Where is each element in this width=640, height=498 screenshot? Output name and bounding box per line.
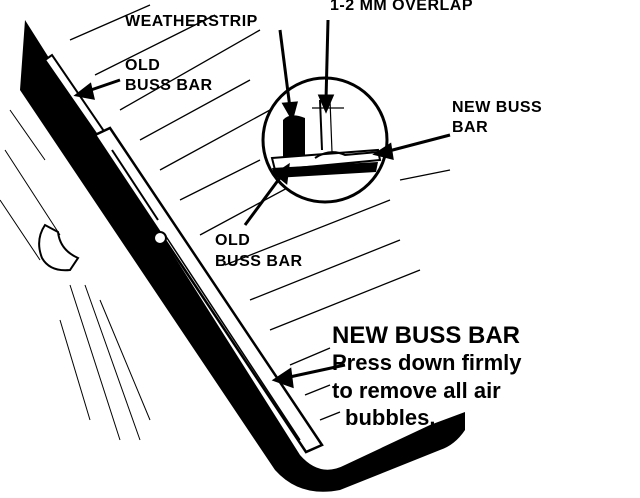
new-buss-bar-detail-label-1: NEW BUSS xyxy=(452,99,543,116)
window-frame xyxy=(20,20,465,492)
instruction-line-3: bubbles. xyxy=(345,405,436,430)
instruction-line-1: Press down firmly xyxy=(332,350,522,375)
old-buss-bar-top-label-1: OLD xyxy=(125,57,161,74)
new-buss-bar-title: NEW BUSS BAR xyxy=(332,322,521,349)
new-buss-bar-detail-label-2: BAR xyxy=(452,119,489,136)
old-buss-bar-mid-label-1: OLD xyxy=(215,232,251,249)
bar-joint xyxy=(153,231,167,245)
lamp-shape xyxy=(38,223,80,272)
weatherstrip-label: WEATHERSTRIP xyxy=(125,13,258,30)
overlap-label: 1-2 MM OVERLAP xyxy=(330,0,474,14)
leader-arrows xyxy=(73,19,451,389)
old-buss-bar-top-label-2: BUSS BAR xyxy=(125,77,213,94)
left-hatching xyxy=(0,109,151,441)
glass-hatching xyxy=(69,4,451,421)
detail-contents xyxy=(270,99,382,178)
instruction-line-2: to remove all air xyxy=(332,378,501,403)
old-buss-bar-mid-label-2: BUSS BAR xyxy=(215,253,303,270)
